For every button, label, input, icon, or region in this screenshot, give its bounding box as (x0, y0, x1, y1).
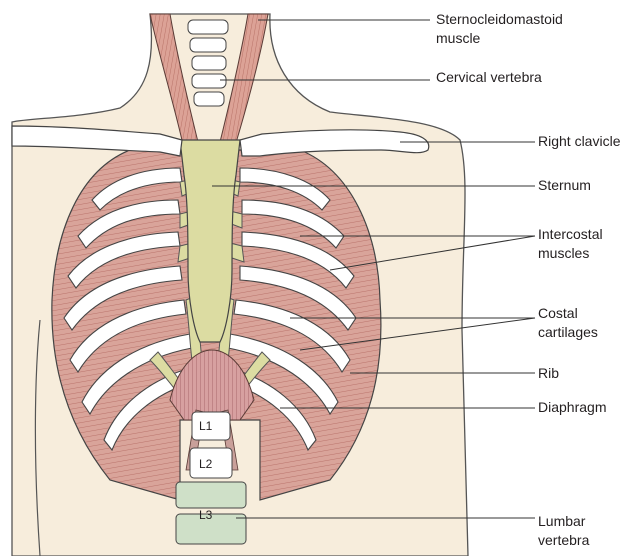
label-sternocleidomastoid: Sternocleidomastoid muscle (436, 10, 563, 48)
label-sternum: Sternum (538, 176, 591, 195)
label-intercostal-muscles: Intercostal muscles (538, 225, 603, 263)
label-lumbar-vertebra: Lumbar vertebra (538, 512, 589, 550)
label-costal-cartilages: Costal cartilages (538, 304, 598, 342)
vertebra-label-l2: L2 (199, 457, 213, 471)
vertebra-label-l3: L3 (199, 508, 213, 522)
label-diaphragm: Diaphragm (538, 398, 606, 417)
label-cervical-vertebra: Cervical vertebra (436, 68, 542, 87)
label-rib: Rib (538, 364, 559, 383)
vertebra-label-l1: L1 (199, 419, 213, 433)
label-right-clavicle: Right clavicle (538, 132, 620, 151)
